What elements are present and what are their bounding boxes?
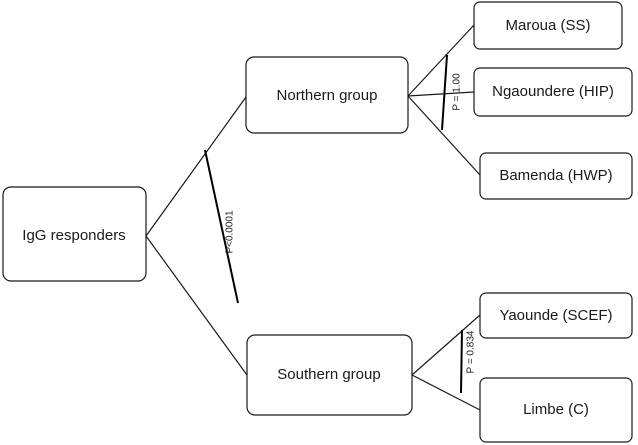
site-node-bamenda: Bamenda (HWP) xyxy=(479,152,633,200)
site-label-ngaoundere: Ngaoundere (HIP) xyxy=(492,83,614,100)
southern-p-value: P = 0.834 xyxy=(466,330,477,373)
northern-group-node: Northern group xyxy=(245,56,409,134)
root-node: IgG responders xyxy=(2,186,147,282)
site-node-yaounde: Yaounde (SCEF) xyxy=(479,292,633,339)
site-node-limbe: Limbe (C) xyxy=(479,377,633,443)
southern-group-box xyxy=(246,334,413,416)
link-northern-ngaoundere xyxy=(407,91,475,97)
site-label-limbe: Limbe (C) xyxy=(523,401,589,418)
site-box-limbe xyxy=(479,377,633,443)
site-node-ngaoundere: Ngaoundere (HIP) xyxy=(473,67,633,117)
root-comparison-bracket xyxy=(204,149,239,304)
site-box-bamenda xyxy=(479,152,633,200)
northern-group-label: Northern group xyxy=(277,87,378,104)
northern-comparison-bracket xyxy=(441,54,448,131)
site-label-maroua: Maroua (SS) xyxy=(505,17,590,34)
southern-comparison-bracket xyxy=(460,329,463,394)
northern-p-value: P = 1.00 xyxy=(452,73,463,111)
link-northern-maroua xyxy=(407,24,475,97)
site-node-maroua: Maroua (SS) xyxy=(473,1,623,50)
link-southern-limbe xyxy=(411,374,481,411)
site-label-yaounde: Yaounde (SCEF) xyxy=(499,307,612,324)
root-p-value: P<0.0001 xyxy=(225,210,236,254)
root-node-box xyxy=(2,186,147,282)
northern-group-box xyxy=(245,56,409,134)
site-box-yaounde xyxy=(479,292,633,339)
link-root-northern xyxy=(145,96,247,237)
southern-group-label: Southern group xyxy=(277,366,380,383)
site-label-bamenda: Bamenda (HWP) xyxy=(499,167,612,184)
root-node-label: IgG responders xyxy=(22,227,125,244)
site-box-ngaoundere xyxy=(473,67,633,117)
link-root-southern xyxy=(145,235,248,376)
site-box-maroua xyxy=(473,1,623,50)
link-southern-yaounde xyxy=(411,314,481,376)
link-northern-bamenda xyxy=(407,95,481,176)
southern-group-node: Southern group xyxy=(246,334,413,416)
